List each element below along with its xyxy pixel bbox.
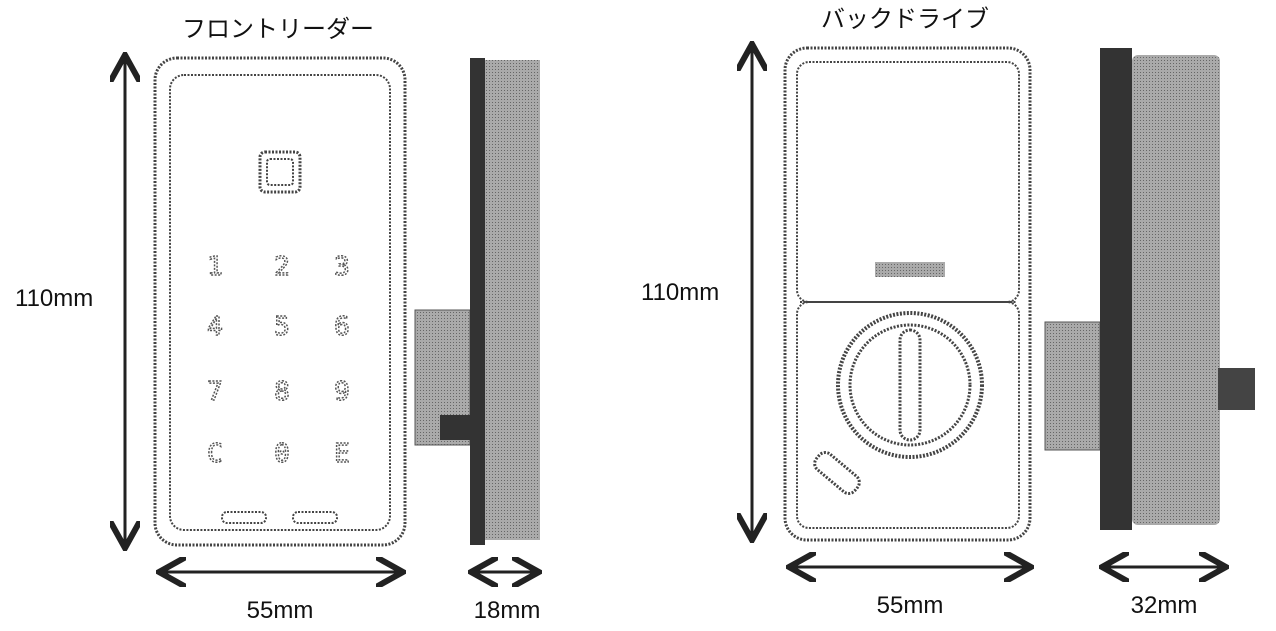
back-title: バックドライブ <box>821 6 989 33</box>
back-side-body <box>1132 55 1220 525</box>
key-9: 9 <box>334 377 350 407</box>
key-6: 6 <box>334 312 350 342</box>
back-drive-view: バックドライブ 110mm 55mm 32mm <box>641 6 1255 619</box>
front-side-dark-edge <box>470 58 485 545</box>
back-height-label: 110mm <box>641 279 719 306</box>
slot-left <box>221 511 267 524</box>
front-height-label: 110mm <box>15 285 93 312</box>
key-C: C <box>207 439 223 469</box>
back-cover-lower <box>796 301 1020 529</box>
thumb-turn-grip <box>898 328 922 442</box>
back-panel-outline <box>783 46 1032 542</box>
front-side-body <box>485 60 540 540</box>
key-0: 0 <box>274 439 290 469</box>
brand-logo <box>875 262 945 277</box>
back-side-dark-edge <box>1100 48 1132 530</box>
front-depth-label: 18mm <box>474 597 541 624</box>
front-panel-outline <box>153 56 407 547</box>
back-side-shaft <box>1218 368 1255 410</box>
key-1: 1 <box>207 252 223 282</box>
slot-right <box>292 511 338 524</box>
back-side-bracket <box>1044 321 1101 451</box>
back-width-label: 55mm <box>877 592 944 619</box>
key-E: E <box>334 439 350 469</box>
front-panel-inner <box>169 74 391 531</box>
thumb-turn-knob <box>836 311 984 459</box>
key-7: 7 <box>207 377 223 407</box>
fingerprint-sensor-icon <box>258 150 302 194</box>
key-5: 5 <box>274 312 290 342</box>
key-4: 4 <box>207 312 223 342</box>
keypad: 1 2 3 4 5 6 7 8 9C 0 E <box>206 251 350 470</box>
key-2: 2 <box>274 252 290 282</box>
battery-slot <box>813 451 861 495</box>
front-width-label: 55mm <box>247 597 314 624</box>
key-8: 8 <box>274 377 290 407</box>
key-3: 3 <box>334 252 350 282</box>
front-title: フロントリーダー <box>182 16 374 43</box>
back-depth-label: 32mm <box>1131 592 1198 619</box>
front-reader-view: フロントリーダー 1 2 3 4 5 6 7 8 9C 0 E 110mm 55mm 18mm <box>15 16 540 624</box>
fingerprint-sensor-inner <box>266 158 294 186</box>
